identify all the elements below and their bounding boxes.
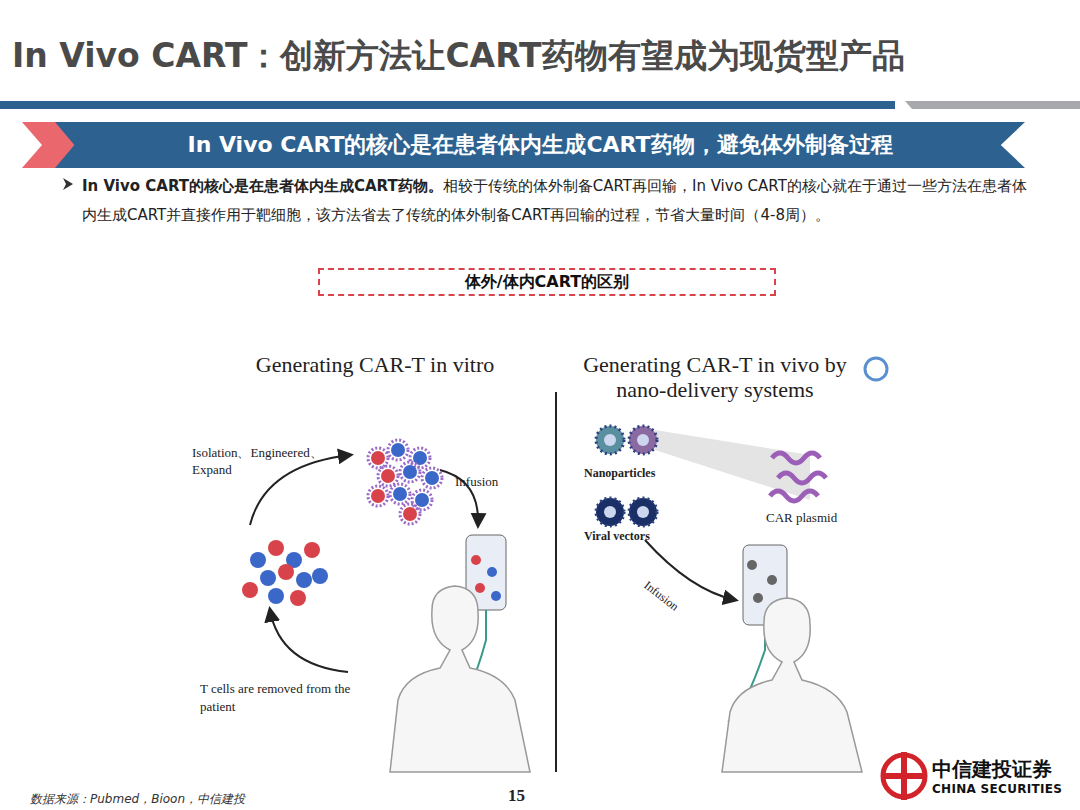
- figure-ground: [190, 352, 890, 776]
- particle: [637, 506, 649, 518]
- icon: [865, 358, 887, 380]
- bullet-paragraph: In Vivo CART的核心是在患者体内生成CART药物。相较于传统的体外制备…: [82, 172, 1032, 230]
- car-t-cell: [393, 487, 407, 501]
- car-t-cell: [410, 448, 430, 468]
- t-cell: [268, 588, 284, 604]
- figure-heading: Generating CAR-T in vitro: [205, 352, 545, 378]
- dashed-box: 体外/体内CART的区别: [318, 268, 776, 296]
- part-label: Nanoparticles: [584, 466, 655, 481]
- car-t-cell: [415, 493, 429, 507]
- car-t-cell: [422, 468, 442, 488]
- t-cell: [242, 582, 258, 598]
- bag-cell: [753, 593, 763, 603]
- infusion-label: Infusion: [455, 474, 498, 490]
- particle: [604, 434, 616, 446]
- node-text: In Vivo CART的核心是在患者体内生成CART药物，避免体外制备过程: [187, 130, 892, 160]
- bag-cell: [471, 555, 481, 565]
- car-t-cell: [390, 484, 410, 504]
- cycle-arrow: [270, 610, 348, 672]
- step-label: Isolation、Engineered、 Expand: [192, 444, 332, 478]
- bag-cell: [767, 575, 777, 585]
- title-rule-grey: [905, 101, 1080, 109]
- car-t-cell: [425, 471, 439, 485]
- car-t-cell: [368, 486, 388, 506]
- logo-name-en: CHINA SECURITIES: [932, 782, 1062, 796]
- figure-heading: Generating CAR-T in vivo by nano-deliver…: [565, 352, 865, 402]
- step-label: T cells are removed from the patient: [200, 680, 370, 716]
- t-cell: [312, 568, 328, 584]
- banner: In Vivo CART的核心是在患者体内生成CART药物，避免体外制备过程: [55, 122, 1025, 168]
- car-t-cell: [388, 440, 408, 460]
- t-cell: [304, 542, 320, 558]
- zoom-beam: [655, 430, 810, 500]
- car-t-cell: [403, 465, 417, 479]
- bullet-mark: [63, 178, 73, 190]
- cycle-arrow: [250, 455, 350, 525]
- particle: [629, 426, 657, 454]
- car-t-cell: [371, 451, 385, 465]
- car-t-cell: [371, 489, 385, 503]
- logo-emblem: [883, 752, 925, 800]
- t-cell: [250, 552, 266, 568]
- title-rule: [0, 101, 895, 109]
- car-t-cell: [400, 504, 420, 524]
- car-t-cell: [400, 462, 420, 482]
- part-label: CAR plasmid: [766, 510, 837, 526]
- logo-name: 中信建投证券: [932, 756, 1052, 783]
- t-cell: [296, 572, 312, 588]
- bag-cell: [475, 583, 485, 593]
- bag-cell: [747, 560, 757, 570]
- car-plasmid: [770, 453, 826, 501]
- node-text: 体外/体内CART的区别: [465, 272, 629, 293]
- particle: [629, 498, 657, 526]
- particle: [596, 426, 624, 454]
- t-cell: [290, 590, 306, 606]
- source-note: 数据来源：Pubmed，Bioon，中信建投: [30, 791, 245, 808]
- t-cell: [278, 564, 294, 580]
- particle: [596, 498, 624, 526]
- divider: [555, 392, 557, 772]
- car-t-cell: [391, 443, 405, 457]
- car-t-cell: [403, 507, 417, 521]
- patient: [390, 586, 862, 772]
- particle: [604, 506, 616, 518]
- car-t-cell: [413, 451, 427, 465]
- car-t-cell: [378, 466, 398, 486]
- bullet-lead: In Vivo CART的核心是在患者体内生成CART药物。: [82, 177, 443, 195]
- car-t-cell: [381, 469, 395, 483]
- bag-cell: [487, 567, 497, 577]
- particle: [637, 434, 649, 446]
- page-number: 15: [508, 786, 525, 806]
- t-cell: [268, 540, 284, 556]
- part-label: Viral vectors: [584, 529, 650, 544]
- t-cell: [260, 570, 276, 586]
- bag-cell: [491, 591, 501, 601]
- slide-title: In Vivo CART：创新方法让CART药物有望成为现货型产品: [12, 34, 905, 79]
